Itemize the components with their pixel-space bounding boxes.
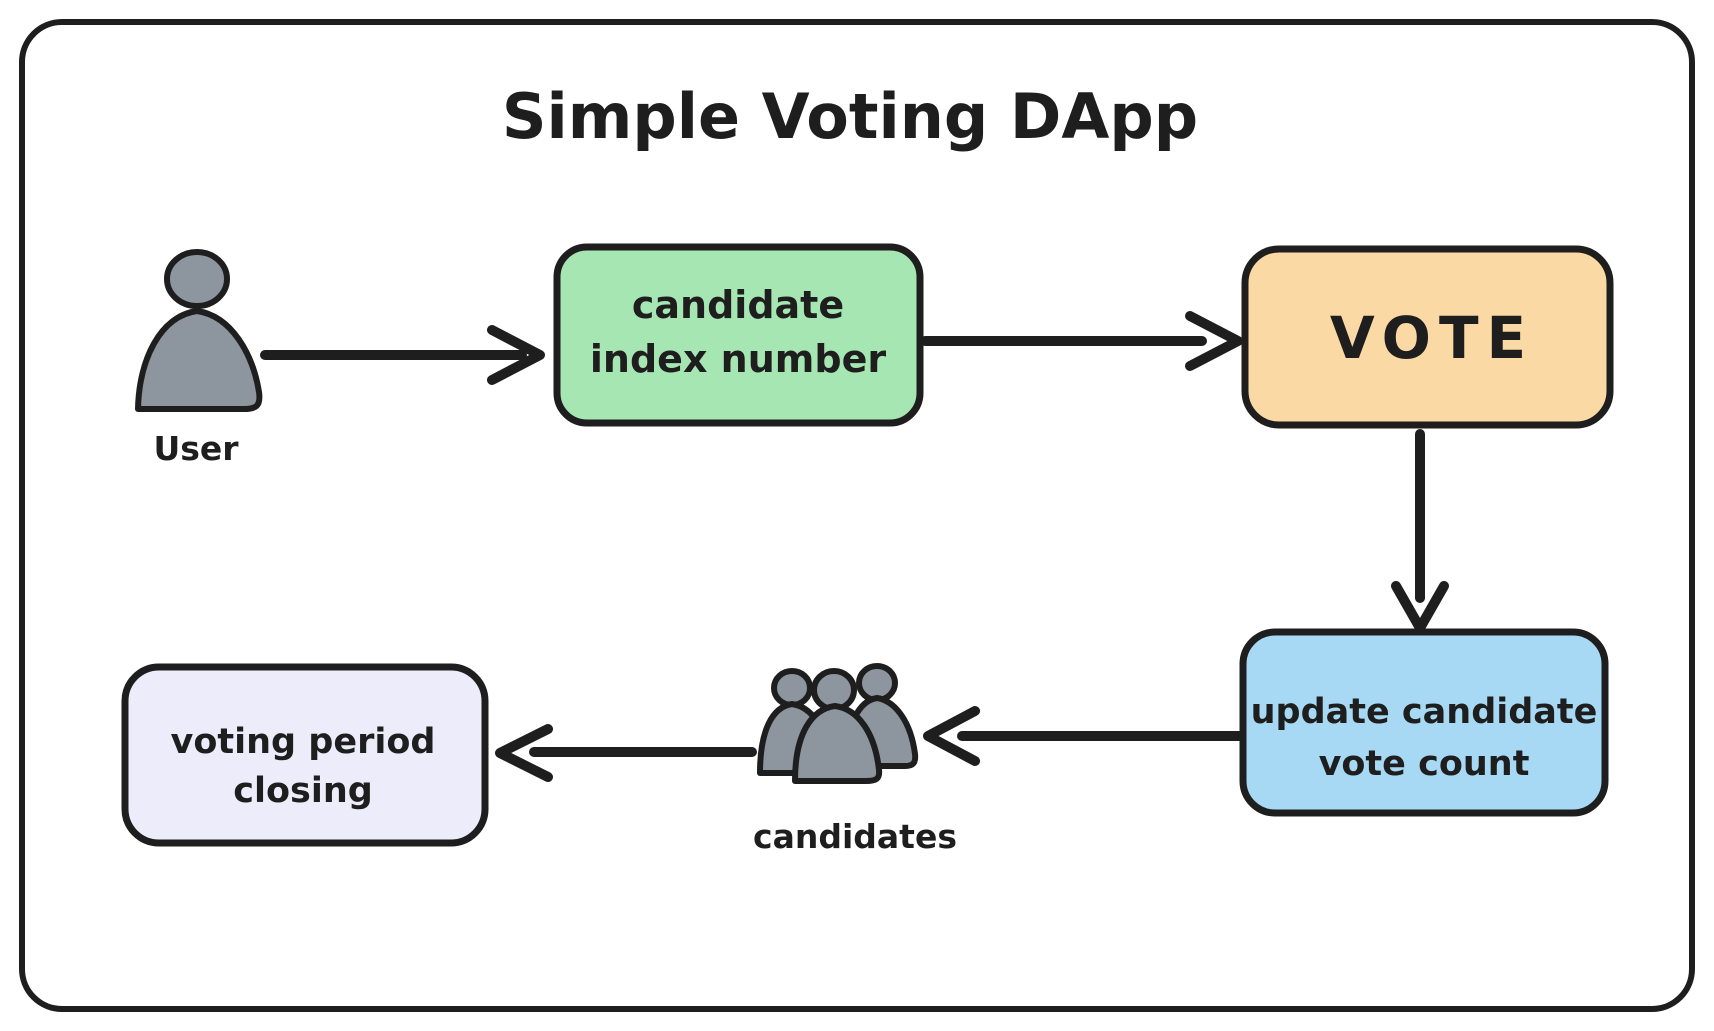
candidates-icon [757, 663, 919, 784]
diagram-border [19, 19, 1695, 1012]
voting-period-box [121, 663, 489, 847]
arrow-candidates-to-closing [495, 724, 757, 782]
arrow-head [1185, 311, 1243, 371]
node-update-count: update candidate vote count [1239, 628, 1609, 817]
arrow-head [923, 706, 980, 766]
candidates-actor: candidates [753, 663, 957, 856]
diagram-title: Simple Voting DApp [502, 80, 1198, 153]
node-vote: VOTE [1241, 245, 1614, 429]
arrow-vote-to-update [1391, 429, 1449, 633]
arrow-head [1391, 581, 1449, 633]
arrow-head [495, 724, 553, 782]
arrow-user-to-index [260, 325, 545, 385]
user-icon [164, 249, 230, 309]
user-actor: User [135, 249, 263, 468]
arrow-head [487, 325, 545, 385]
node-candidate-index: candidate index number [553, 243, 924, 427]
candidate-index-line2: index number [590, 337, 886, 381]
candidates-label: candidates [753, 817, 957, 856]
vote-label: VOTE [1330, 304, 1534, 372]
arrow-index-to-vote [920, 311, 1243, 371]
person-icon [792, 703, 883, 784]
candidate-index-box [553, 243, 924, 427]
user-icon [135, 308, 263, 412]
arrow-update-to-candidates [923, 706, 1245, 766]
update-count-line1: update candidate [1251, 692, 1598, 732]
vote-box [1241, 245, 1614, 429]
update-count-line2: vote count [1319, 744, 1530, 784]
node-voting-period: voting period closing [121, 663, 489, 847]
update-count-box [1239, 628, 1609, 817]
person-icon [771, 668, 813, 708]
voting-period-line2: closing [233, 771, 373, 811]
candidate-index-line1: candidate [632, 283, 844, 327]
voting-period-line1: voting period [171, 722, 436, 762]
user-label: User [153, 429, 239, 468]
person-icon [856, 663, 898, 703]
